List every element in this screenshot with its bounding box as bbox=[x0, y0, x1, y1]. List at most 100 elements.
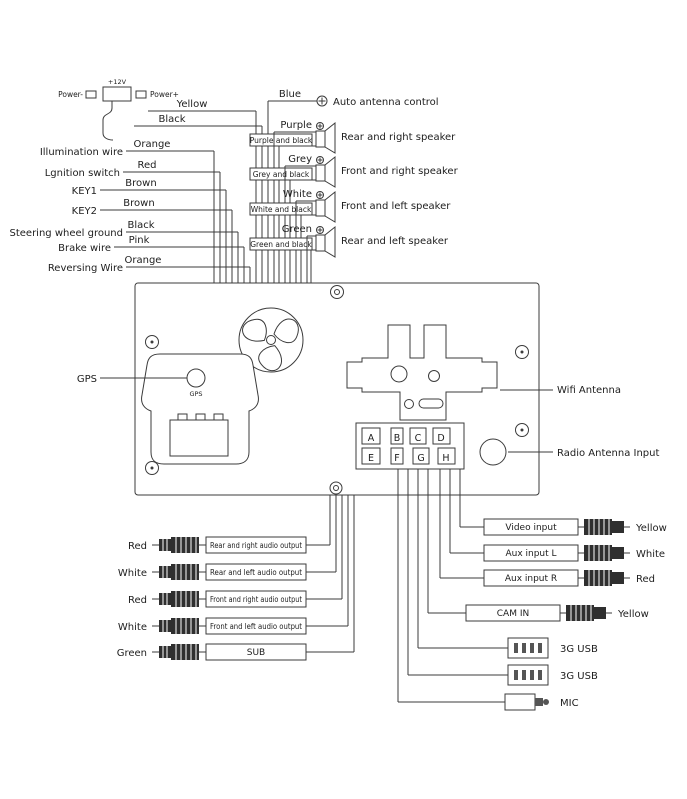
wire-color: Black bbox=[127, 220, 154, 231]
output-row: Green SUB bbox=[117, 643, 354, 661]
wire-color: Orange bbox=[134, 139, 171, 150]
speaker-label: Front and right speaker bbox=[341, 166, 459, 177]
wire-color-boxed: White and black bbox=[251, 205, 312, 214]
cam-in-row: CAM IN Yellow bbox=[428, 604, 649, 622]
mount-hole-icon bbox=[333, 485, 339, 491]
usb-icon bbox=[507, 664, 549, 686]
output-label: Rear and right audio output bbox=[210, 541, 302, 550]
rca-plug-icon bbox=[577, 544, 631, 562]
power-minus-label: Power- bbox=[58, 90, 83, 99]
output-label: Rear and left audio output bbox=[210, 568, 302, 577]
gps-callout-label: GPS bbox=[77, 374, 97, 385]
output-row: White Front and left audio output bbox=[118, 617, 348, 635]
left-wire-row: Brake wire Pink bbox=[58, 235, 244, 254]
rca-plug-icon bbox=[151, 643, 207, 661]
output-row: White Rear and left audio output bbox=[118, 563, 336, 581]
wire-label-box bbox=[249, 133, 313, 147]
gps-connector bbox=[169, 419, 229, 457]
device-label: 3G USB bbox=[560, 671, 598, 682]
plug-color: Red bbox=[636, 574, 655, 585]
top-harness: +12V Power- Power+ Yellow Black bbox=[10, 78, 459, 283]
fan-icon bbox=[238, 307, 304, 373]
wifi-antenna-port bbox=[404, 399, 414, 409]
wire-color: Brown bbox=[125, 178, 156, 189]
input-row: Aux input R Red bbox=[440, 569, 655, 587]
fuse-icon bbox=[85, 90, 97, 99]
screw-icon bbox=[520, 350, 524, 354]
av-inputs: Video input Yellow Aux input L White Aux… bbox=[397, 469, 667, 711]
rca-plug-icon bbox=[151, 536, 207, 554]
mic-row: MIC bbox=[398, 693, 579, 711]
rca-plug-icon bbox=[577, 518, 631, 536]
connector-tooth bbox=[213, 413, 224, 421]
plug-color: Red bbox=[128, 595, 147, 606]
wire-color: Purple bbox=[280, 120, 312, 131]
slot-letter: E bbox=[368, 453, 374, 464]
rca-plug-icon bbox=[151, 590, 207, 608]
bracket-slot bbox=[418, 398, 444, 409]
usb-row: 3G USB bbox=[418, 637, 598, 659]
input-row: Video input Yellow bbox=[460, 518, 667, 536]
plug-color: White bbox=[118, 622, 147, 633]
gps-module: GPS bbox=[141, 353, 259, 465]
wire-color-boxed: Purple and black bbox=[250, 136, 313, 145]
left-wire-row: Lgnition switch Red bbox=[45, 160, 220, 179]
speaker-icon bbox=[315, 122, 336, 154]
radio-antenna: Radio Antenna Input bbox=[479, 438, 659, 466]
antenna-control-row: Blue Auto antenna control bbox=[268, 89, 439, 108]
speaker-icon bbox=[315, 191, 336, 223]
wire-color: Blue bbox=[279, 89, 301, 100]
rca-plug-icon bbox=[577, 569, 631, 587]
cam-in-label: CAM IN bbox=[497, 609, 529, 619]
connector-tooth bbox=[195, 413, 206, 421]
power-12v-label: +12V bbox=[108, 78, 127, 86]
slot-letter: H bbox=[442, 453, 449, 464]
output-label: SUB bbox=[247, 648, 265, 658]
output-row: Red Front and right audio output bbox=[128, 590, 342, 608]
speaker-icon bbox=[315, 226, 336, 258]
input-row: Aux input L White bbox=[450, 544, 665, 562]
bracket bbox=[346, 324, 498, 421]
screw-icon bbox=[150, 340, 154, 344]
plug-color: White bbox=[636, 549, 665, 560]
wire-color-boxed: Green and black bbox=[250, 240, 312, 249]
connector-slot-h bbox=[437, 447, 456, 465]
gps-callout: GPS bbox=[77, 374, 187, 385]
power-box bbox=[102, 86, 132, 102]
left-wire-row: Steering wheel ground Black bbox=[10, 220, 238, 239]
left-wire-row: KEY2 Brown bbox=[72, 198, 232, 217]
gps-port bbox=[186, 368, 206, 388]
wire-label-box bbox=[249, 237, 313, 251]
usb-row: 3G USB bbox=[408, 664, 598, 686]
device-label: 3G USB bbox=[560, 644, 598, 655]
power-connector: +12V Power- Power+ bbox=[58, 78, 179, 141]
screws bbox=[145, 335, 529, 475]
bracket-hole bbox=[428, 370, 440, 382]
connector-slot-f bbox=[390, 447, 404, 465]
rca-plug-icon bbox=[559, 604, 613, 622]
device-label: MIC bbox=[560, 698, 579, 709]
wire-label: Illumination wire bbox=[40, 147, 123, 158]
speaker-row: Green Green and black Rear and left spea… bbox=[249, 224, 449, 283]
connector-block: A B C D E F G H bbox=[355, 422, 465, 470]
wire-bundle-verticals bbox=[213, 101, 269, 283]
speaker-label: Rear and left speaker bbox=[341, 236, 449, 247]
wire-label-box bbox=[249, 167, 313, 181]
rca-plug-icon bbox=[151, 617, 207, 635]
wire-color: Pink bbox=[129, 235, 150, 246]
speaker-label: Rear and right speaker bbox=[341, 132, 456, 143]
slot-letter: D bbox=[437, 433, 444, 444]
wire-label: KEY2 bbox=[72, 206, 97, 217]
audio-outputs: Red Rear and right audio output White Re… bbox=[117, 495, 355, 661]
gps-port-label: GPS bbox=[189, 390, 202, 398]
speaker-row: Purple Purple and black Rear and right s… bbox=[249, 120, 456, 283]
wire-color: Green bbox=[282, 224, 312, 235]
slot-letter: C bbox=[415, 433, 422, 444]
screw-icon bbox=[150, 466, 154, 470]
left-wire-rows: Illumination wire Orange Lgnition switch… bbox=[10, 139, 250, 274]
output-row: Red Rear and right audio output bbox=[128, 536, 330, 554]
left-wire-row: KEY1 Brown bbox=[72, 178, 226, 197]
screw-icon bbox=[520, 428, 524, 432]
radio-antenna-port bbox=[479, 438, 507, 466]
antenna-label: Auto antenna control bbox=[333, 97, 439, 108]
